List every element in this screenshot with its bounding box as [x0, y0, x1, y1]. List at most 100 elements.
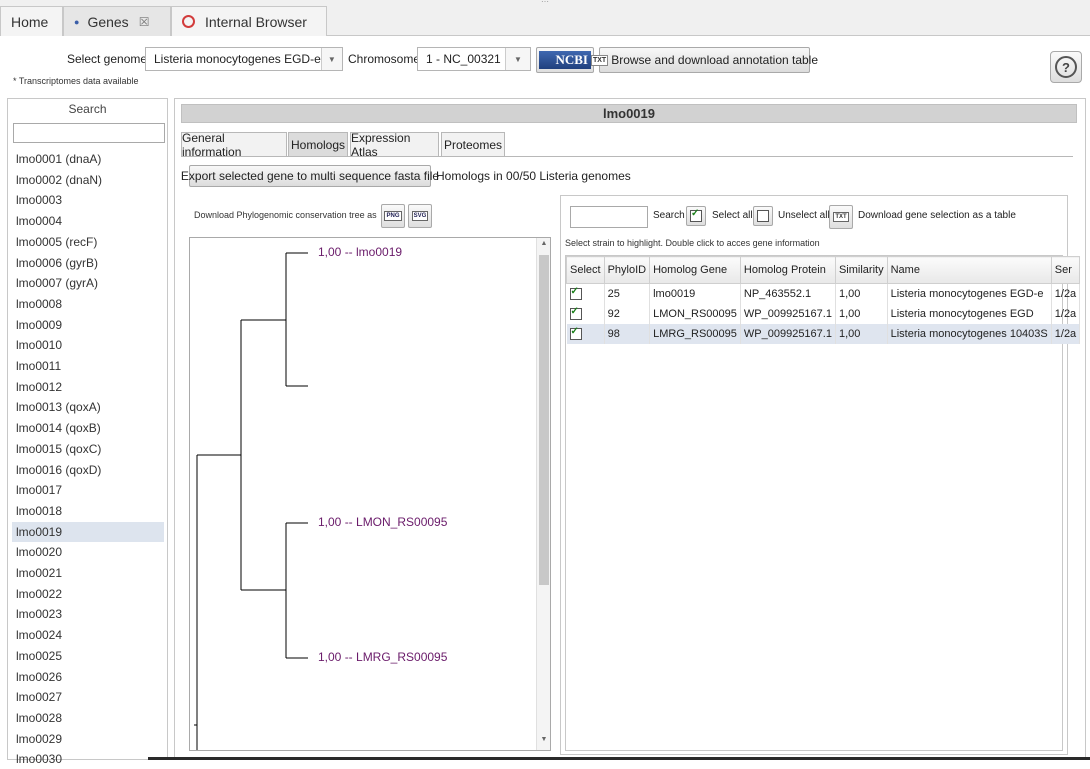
svg-icon: SVG — [411, 211, 429, 221]
cell-gene: LMON_RS00095 — [649, 304, 741, 324]
tab-expression-atlas[interactable]: Expression Atlas — [350, 131, 439, 159]
download-table-button[interactable]: TXT — [829, 205, 853, 229]
chevron-down-icon[interactable]: ▼ — [505, 48, 530, 70]
homologs-summary: Homologs in 00/50 Listeria genomes — [436, 169, 631, 183]
tab-home[interactable]: Home — [0, 6, 63, 36]
select-all-button[interactable] — [686, 206, 706, 226]
phylogenetic-tree: 1,00 -- lmo0019 1,00 -- LMON_RS00095 1,0… — [189, 237, 551, 751]
list-item[interactable]: lmo0018 — [16, 503, 63, 518]
list-item[interactable]: lmo0004 — [16, 214, 63, 229]
table-header-row: Select PhyloID Homolog Gene Homolog Prot… — [566, 256, 1081, 284]
tab-genes-label: Genes — [87, 13, 129, 30]
list-item[interactable]: lmo0017 — [16, 483, 63, 498]
homolog-search-input[interactable] — [570, 206, 648, 228]
list-item[interactable]: lmo0005 (recF) — [16, 234, 98, 249]
unselect-all-button[interactable] — [753, 206, 773, 226]
list-item[interactable]: lmo0003 — [16, 193, 63, 208]
col-ser[interactable]: Ser — [1050, 256, 1081, 284]
list-item[interactable]: lmo0026 — [16, 669, 63, 684]
tree-leaf[interactable]: 1,00 -- LMON_RS00095 — [318, 515, 448, 529]
homolog-search-label: Search — [653, 210, 685, 221]
list-item[interactable]: lmo0022 — [16, 586, 63, 601]
tab-general-information[interactable]: General information — [181, 131, 287, 159]
list-item[interactable]: lmo0028 — [16, 710, 63, 725]
row-checkbox[interactable] — [566, 283, 605, 304]
tree-leaf[interactable]: 1,00 -- lmo0019 — [318, 245, 403, 259]
list-item[interactable]: lmo0007 (gyrA) — [16, 276, 99, 291]
col-similarity[interactable]: Similarity — [834, 256, 888, 284]
select-all-label: Select all — [712, 210, 753, 221]
col-phyloid[interactable]: PhyloID — [603, 256, 651, 284]
list-item[interactable]: lmo0015 (qoxC) — [16, 441, 102, 456]
row-checkbox[interactable] — [566, 304, 605, 324]
col-homolog-protein[interactable]: Homolog Protein — [739, 256, 836, 284]
close-tab-icon[interactable]: ☒ — [138, 14, 150, 29]
browser-tab-icon — [182, 15, 195, 28]
list-item[interactable]: lmo0021 — [16, 566, 63, 580]
chromosome-select[interactable]: 1 - NC_00321 ▼ — [417, 47, 531, 71]
list-item[interactable]: lmo0002 (dnaN) — [16, 172, 103, 187]
tab-divider — [181, 156, 1073, 157]
help-button[interactable]: ? — [1050, 51, 1082, 83]
cell-ser: 1/2a — [1051, 283, 1081, 304]
cell-gene: lmo0019 — [649, 283, 741, 304]
genome-select-value: Listeria monocytogenes EGD-e — [154, 52, 321, 66]
cell-name: Listeria monocytogenes EGD-e — [887, 283, 1052, 304]
row-checkbox[interactable] — [566, 324, 605, 344]
table-row[interactable]: 25 lmo0019 NP_463552.1 1,00 Listeria mon… — [566, 283, 1081, 304]
tree-leaf[interactable]: 1,00 -- LMRG_RS00095 — [318, 650, 448, 664]
scrollbar-thumb[interactable] — [539, 255, 549, 585]
chevron-down-icon[interactable]: ▼ — [320, 48, 342, 70]
tab-homologs[interactable]: Homologs — [288, 132, 348, 156]
list-item[interactable]: lmo0014 (qoxB) — [16, 421, 101, 436]
list-item[interactable]: lmo0016 (qoxD) — [16, 462, 102, 477]
list-item[interactable]: lmo0030 — [16, 752, 63, 767]
unselect-all-label: Unselect all — [778, 210, 830, 221]
list-item[interactable]: lmo0024 — [16, 628, 63, 643]
scroll-up-icon[interactable]: ▲ — [540, 240, 548, 247]
scroll-down-icon[interactable]: ▼ — [540, 736, 548, 743]
col-homolog-gene[interactable]: Homolog Gene — [649, 256, 741, 284]
drag-grip[interactable]: ⋯ — [541, 0, 549, 6]
list-item[interactable]: lmo0023 — [16, 607, 63, 622]
list-item[interactable]: lmo0006 (gyrB) — [16, 255, 99, 270]
tab-genes[interactable]: ● Genes ☒ — [63, 6, 171, 36]
list-item[interactable]: lmo0011 — [16, 359, 62, 373]
export-fasta-label: Export selected gene to multi sequence f… — [180, 169, 440, 183]
cell-similarity: 1,00 — [835, 283, 888, 304]
browse-annotation-button[interactable]: TXT Browse and download annotation table — [590, 47, 818, 73]
download-svg-button[interactable]: SVG — [408, 204, 432, 228]
list-item[interactable]: lmo0008 — [16, 296, 63, 311]
list-item[interactable]: lmo0013 (qoxA) — [16, 400, 101, 415]
ncbi-button[interactable]: NCBI — [536, 47, 594, 73]
list-item[interactable]: lmo0010 — [16, 338, 63, 353]
list-item[interactable]: lmo0029 — [16, 731, 63, 746]
tab-internal-browser[interactable]: Internal Browser — [171, 6, 327, 36]
transcriptomes-note: * Transcriptomes data available — [13, 76, 139, 86]
download-png-button[interactable]: PNG — [381, 204, 405, 228]
checkbox-checked-icon[interactable] — [569, 326, 582, 341]
export-fasta-button[interactable]: Export selected gene to multi sequence f… — [181, 165, 439, 187]
list-item[interactable]: lmo0012 — [16, 379, 63, 394]
tab-proteomes[interactable]: Proteomes — [441, 132, 505, 156]
checkbox-checked-icon[interactable] — [569, 286, 582, 301]
gene-title: lmo0019 — [181, 104, 1077, 123]
table-row[interactable]: 92 LMON_RS00095 WP_009925167.1 1,00 List… — [566, 304, 1081, 324]
checkbox-checked-icon[interactable] — [569, 306, 582, 321]
list-item[interactable]: lmo0009 — [16, 317, 63, 332]
table-row[interactable]: 98 LMRG_RS00095 WP_009925167.1 1,00 List… — [566, 324, 1081, 344]
tree-scrollbar[interactable]: ▲ ▼ — [536, 238, 550, 750]
list-item[interactable]: lmo0020 — [16, 545, 63, 560]
table-hint: Select strain to highlight. Double click… — [565, 238, 820, 248]
tab-bar: ⋯ Home ● Genes ☒ Internal Browser — [0, 0, 1090, 36]
col-name[interactable]: Name — [886, 256, 1052, 284]
list-item[interactable]: lmo0027 — [16, 690, 63, 705]
list-item[interactable]: lmo0025 — [16, 648, 63, 663]
genome-select[interactable]: Listeria monocytogenes EGD-e ▼ — [145, 47, 343, 71]
gene-search-input[interactable] — [13, 123, 165, 143]
checkbox-empty-icon — [757, 210, 769, 222]
list-item[interactable]: lmo0019 — [12, 521, 164, 542]
bottom-edge — [148, 757, 1090, 760]
col-select[interactable]: Select — [566, 256, 605, 284]
list-item[interactable]: lmo0001 (dnaA) — [16, 152, 102, 166]
